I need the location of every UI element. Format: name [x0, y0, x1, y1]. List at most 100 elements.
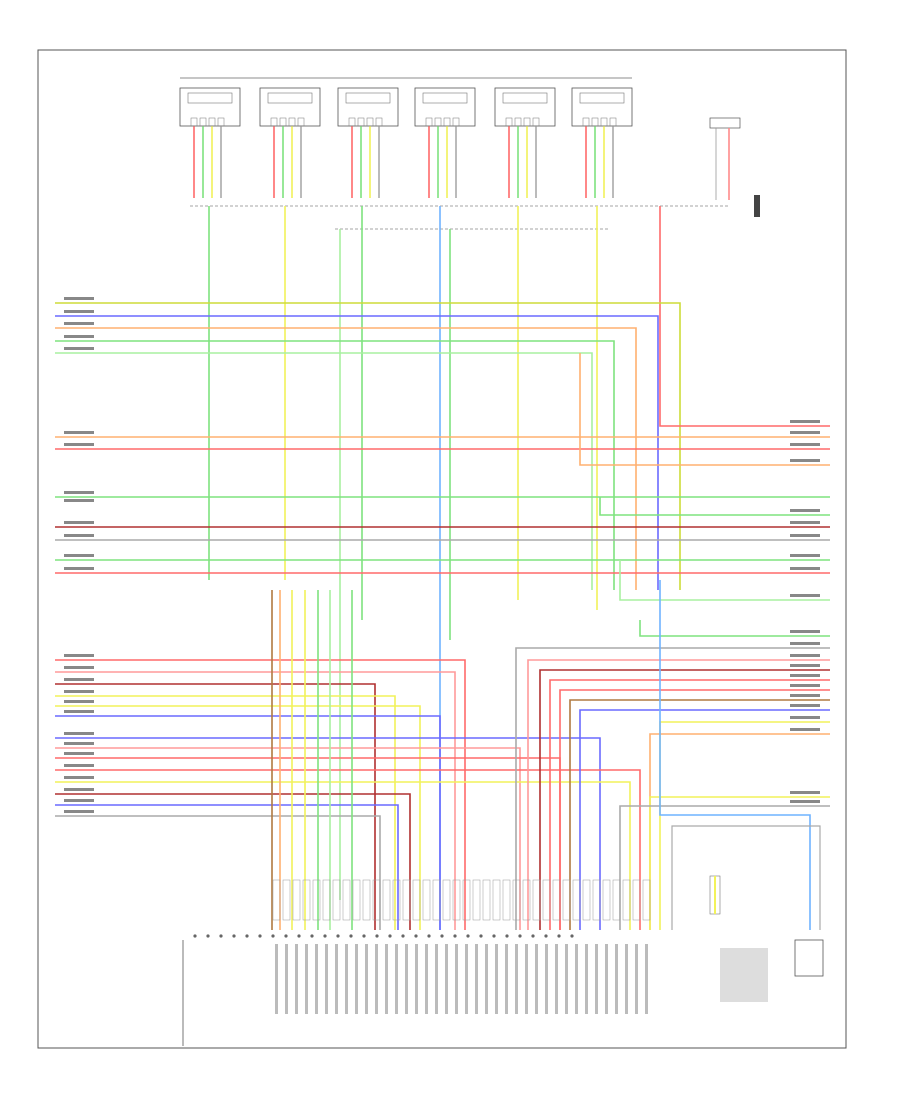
pin [591, 117, 599, 127]
pin-label [455, 944, 458, 1014]
module-pin [271, 934, 275, 938]
pin-housing [582, 879, 591, 921]
pin-housing [302, 879, 311, 921]
pin-label [415, 944, 418, 1014]
module-wire [55, 659, 466, 930]
pin-housing [442, 879, 451, 921]
terminal-label-left [64, 297, 94, 300]
pin-housing [452, 879, 461, 921]
module-wire [55, 715, 441, 930]
pin [452, 117, 460, 127]
terminal-label-right [790, 567, 820, 570]
pin-label [575, 944, 578, 1014]
module-wire [55, 683, 376, 930]
pin-label [475, 944, 478, 1014]
wire-harness [55, 205, 830, 930]
module-pin [388, 934, 392, 938]
pin-label [435, 944, 438, 1014]
module-pin [219, 934, 223, 938]
pin-housing [592, 879, 601, 921]
terminal-label-right [790, 674, 820, 677]
module-wire [55, 757, 561, 930]
pin-label [625, 944, 628, 1014]
pin-label [485, 944, 488, 1014]
terminal-label-right [790, 594, 820, 597]
pin-label [275, 944, 278, 1014]
pin-housing [542, 879, 551, 921]
terminal-label-left [64, 347, 94, 350]
module-pin [297, 934, 301, 938]
module-wire [55, 804, 399, 930]
pin-housing [502, 879, 511, 921]
pin-housing [552, 879, 561, 921]
module-pin [401, 934, 405, 938]
ground-connector [709, 117, 760, 217]
terminal-label-left [64, 710, 94, 713]
sensor-block [571, 87, 633, 127]
pin-housing [432, 879, 441, 921]
sensor-block [414, 87, 476, 127]
terminal-label-left [64, 799, 94, 802]
pin-housing [422, 879, 431, 921]
terminal-label-left [64, 654, 94, 657]
pin-label [325, 944, 328, 1014]
pin [297, 117, 305, 127]
pin-label [355, 944, 358, 1014]
pin-housing [402, 879, 411, 921]
sensor-element [345, 92, 391, 104]
pin-housing [532, 879, 541, 921]
module-wire [549, 679, 830, 930]
pin-housing [332, 879, 341, 921]
terminal-label-left [64, 534, 94, 537]
terminal-label-left [64, 443, 94, 446]
module-wire [539, 669, 830, 930]
sensor-block [259, 87, 321, 127]
pin [348, 117, 356, 127]
pin [375, 117, 383, 127]
ground-icon [754, 195, 760, 217]
pin-housing [642, 879, 651, 921]
terminal-label-left [64, 491, 94, 494]
pin-housing [282, 879, 291, 921]
module-pin [479, 934, 483, 938]
module-pin [492, 934, 496, 938]
right-wire [639, 620, 830, 637]
module-wire [55, 671, 456, 930]
sensor-block [179, 87, 241, 127]
sensor-element [422, 92, 468, 104]
terminal-label-left [64, 310, 94, 313]
pin-label [425, 944, 428, 1014]
signal-wire [55, 302, 681, 590]
module-pin [206, 934, 210, 938]
pin-housing [482, 879, 491, 921]
terminal-label-right [790, 800, 820, 803]
pin [443, 117, 451, 127]
inline-connector [709, 875, 721, 915]
terminal-label-right [790, 791, 820, 794]
module-pin [466, 934, 470, 938]
pin-label [405, 944, 408, 1014]
module-pin [310, 934, 314, 938]
module-pin [518, 934, 522, 938]
pin-housing [472, 879, 481, 921]
module-caption [720, 948, 768, 1002]
module-pin [414, 934, 418, 938]
pin-label [535, 944, 538, 1014]
terminal-label-left [64, 764, 94, 767]
module-pin [258, 934, 262, 938]
module-wire [55, 737, 601, 930]
module-wire [55, 815, 381, 930]
pin [270, 117, 278, 127]
pin-housing [352, 879, 361, 921]
pin [217, 117, 225, 127]
module-wire [649, 733, 830, 930]
pin [366, 117, 374, 127]
right-wire [579, 353, 830, 466]
pin [279, 117, 287, 127]
pin-label [545, 944, 548, 1014]
terminal-label-left [64, 810, 94, 813]
module-pin [440, 934, 444, 938]
pin-label [375, 944, 378, 1014]
pin-label [525, 944, 528, 1014]
module-pin [557, 934, 561, 938]
